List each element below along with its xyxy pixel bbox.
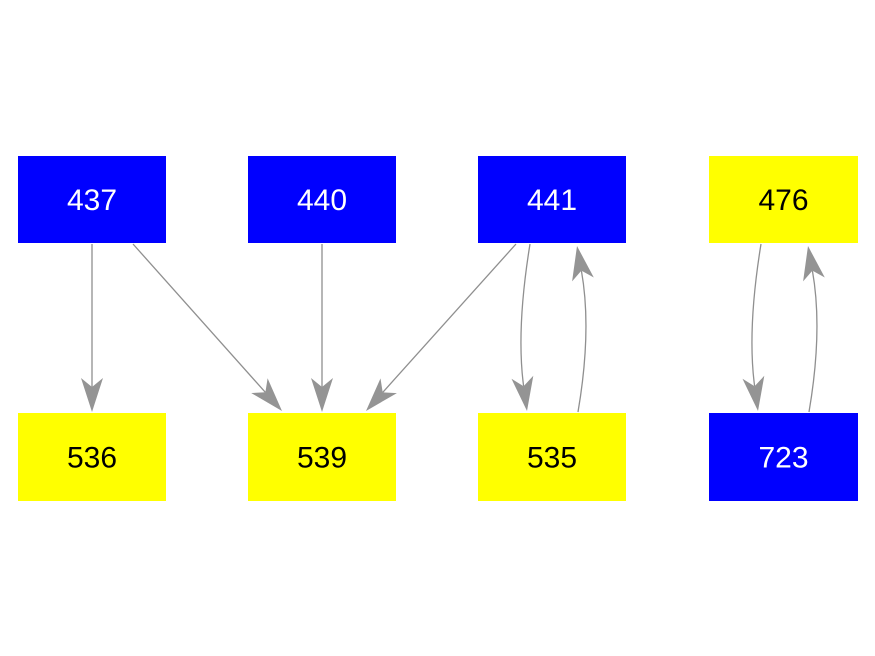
edge-437-539 (132, 243, 266, 393)
edge-441-539 (382, 243, 517, 393)
node-label-723: 723 (758, 442, 808, 475)
arrowhead-440-539 (311, 378, 333, 412)
arrowhead-535-441 (572, 246, 594, 282)
edge-723-476 (808, 270, 818, 413)
node-476: 476 (709, 156, 858, 243)
node-label-437: 437 (67, 184, 117, 217)
node-rect-441 (478, 156, 626, 243)
arrowhead-723-476 (803, 246, 825, 282)
node-label-441: 441 (527, 184, 577, 217)
node-rect-476 (709, 156, 858, 243)
edge-535-441 (577, 270, 587, 413)
arrowhead-476-723 (742, 375, 765, 411)
node-rect-535 (478, 413, 626, 501)
node-536: 536 (18, 413, 166, 501)
node-label-440: 440 (297, 184, 347, 217)
node-535: 535 (478, 413, 626, 501)
node-rect-440 (248, 156, 396, 243)
arrowhead-437-539 (251, 378, 282, 411)
node-441: 441 (478, 156, 626, 243)
node-rect-437 (18, 156, 166, 243)
edge-476-723 (751, 243, 762, 387)
node-437: 437 (18, 156, 166, 243)
node-539: 539 (248, 413, 396, 501)
edge-441-535 (520, 243, 531, 387)
arrowhead-441-535 (511, 375, 534, 411)
arrowhead-441-539 (366, 378, 397, 411)
node-label-539: 539 (297, 442, 347, 475)
node-label-476: 476 (758, 184, 808, 217)
node-label-536: 536 (67, 442, 117, 475)
node-rect-723 (709, 413, 858, 501)
node-440: 440 (248, 156, 396, 243)
node-label-535: 535 (527, 442, 577, 475)
arrowhead-437-536 (81, 378, 103, 412)
node-723: 723 (709, 413, 858, 501)
node-rect-539 (248, 413, 396, 501)
node-rect-536 (18, 413, 166, 501)
